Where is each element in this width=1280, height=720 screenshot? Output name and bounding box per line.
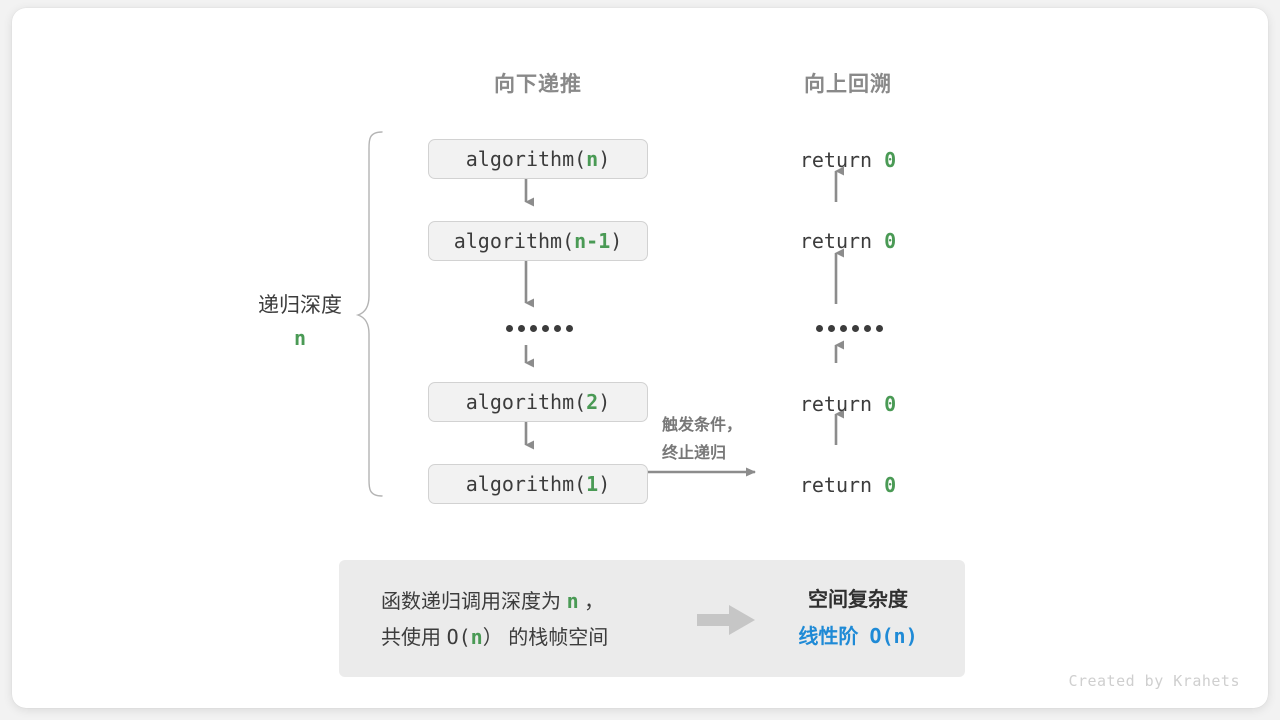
call-arg: 2 — [586, 390, 599, 414]
recursion-depth-label: 递归深度 n — [230, 290, 370, 354]
return-label-4: return 0 — [799, 473, 897, 497]
call-box-2: algorithm(2) — [428, 382, 648, 422]
return-value: 0 — [884, 392, 897, 416]
space-complexity-value: 线性阶 O(n) — [798, 624, 918, 648]
return-label-2: return 0 — [799, 229, 897, 253]
recursion-depth-value: n — [293, 325, 307, 350]
termination-condition-note: 触发条件， 终止递归 — [662, 417, 743, 462]
summary-description: 函数递归调用深度为 n ，共使用 O(n） 的栈帧空间 — [381, 589, 609, 649]
summary-result: 空间复杂度 线性阶 O(n) — [763, 582, 953, 655]
space-complexity-title: 空间复杂度 — [808, 589, 908, 611]
credit-text: Created by Krahets — [1068, 672, 1240, 690]
call-box-text: algorithm(n) — [465, 147, 611, 171]
return-label-3: return 0 — [799, 392, 897, 416]
call-box-1: algorithm(1) — [428, 464, 648, 504]
return-label-1: return 0 — [799, 148, 897, 172]
right-block-arrow-icon — [697, 605, 755, 635]
ellipsis-dots-right — [816, 325, 883, 332]
recursion-depth-text: 递归深度 — [258, 294, 342, 317]
call-box-n-1: algorithm(n-1) — [428, 221, 648, 261]
call-box-text: algorithm(n-1) — [453, 229, 623, 253]
call-arg: n-1 — [574, 229, 611, 253]
diagram-card: 向下递推 向上回溯 — [12, 8, 1268, 708]
summary-var-n-1: n — [566, 589, 579, 613]
call-box-n: algorithm(n) — [428, 139, 648, 179]
return-value: 0 — [884, 229, 897, 253]
call-arg: 1 — [586, 472, 599, 496]
column-heading-recurse-down: 向下递推 — [494, 73, 582, 96]
summary-panel: 函数递归调用深度为 n ，共使用 O(n） 的栈帧空间 空间复杂度 线性阶 O(… — [339, 560, 965, 677]
return-value: 0 — [884, 473, 897, 497]
ellipsis-dots-left — [506, 325, 573, 332]
return-value: 0 — [884, 148, 897, 172]
call-box-text: algorithm(2) — [465, 390, 611, 414]
call-box-text: algorithm(1) — [465, 472, 611, 496]
column-heading-backtrack-up: 向上回溯 — [804, 73, 892, 96]
call-arg: n — [586, 147, 599, 171]
summary-var-n-2: n — [470, 625, 483, 649]
